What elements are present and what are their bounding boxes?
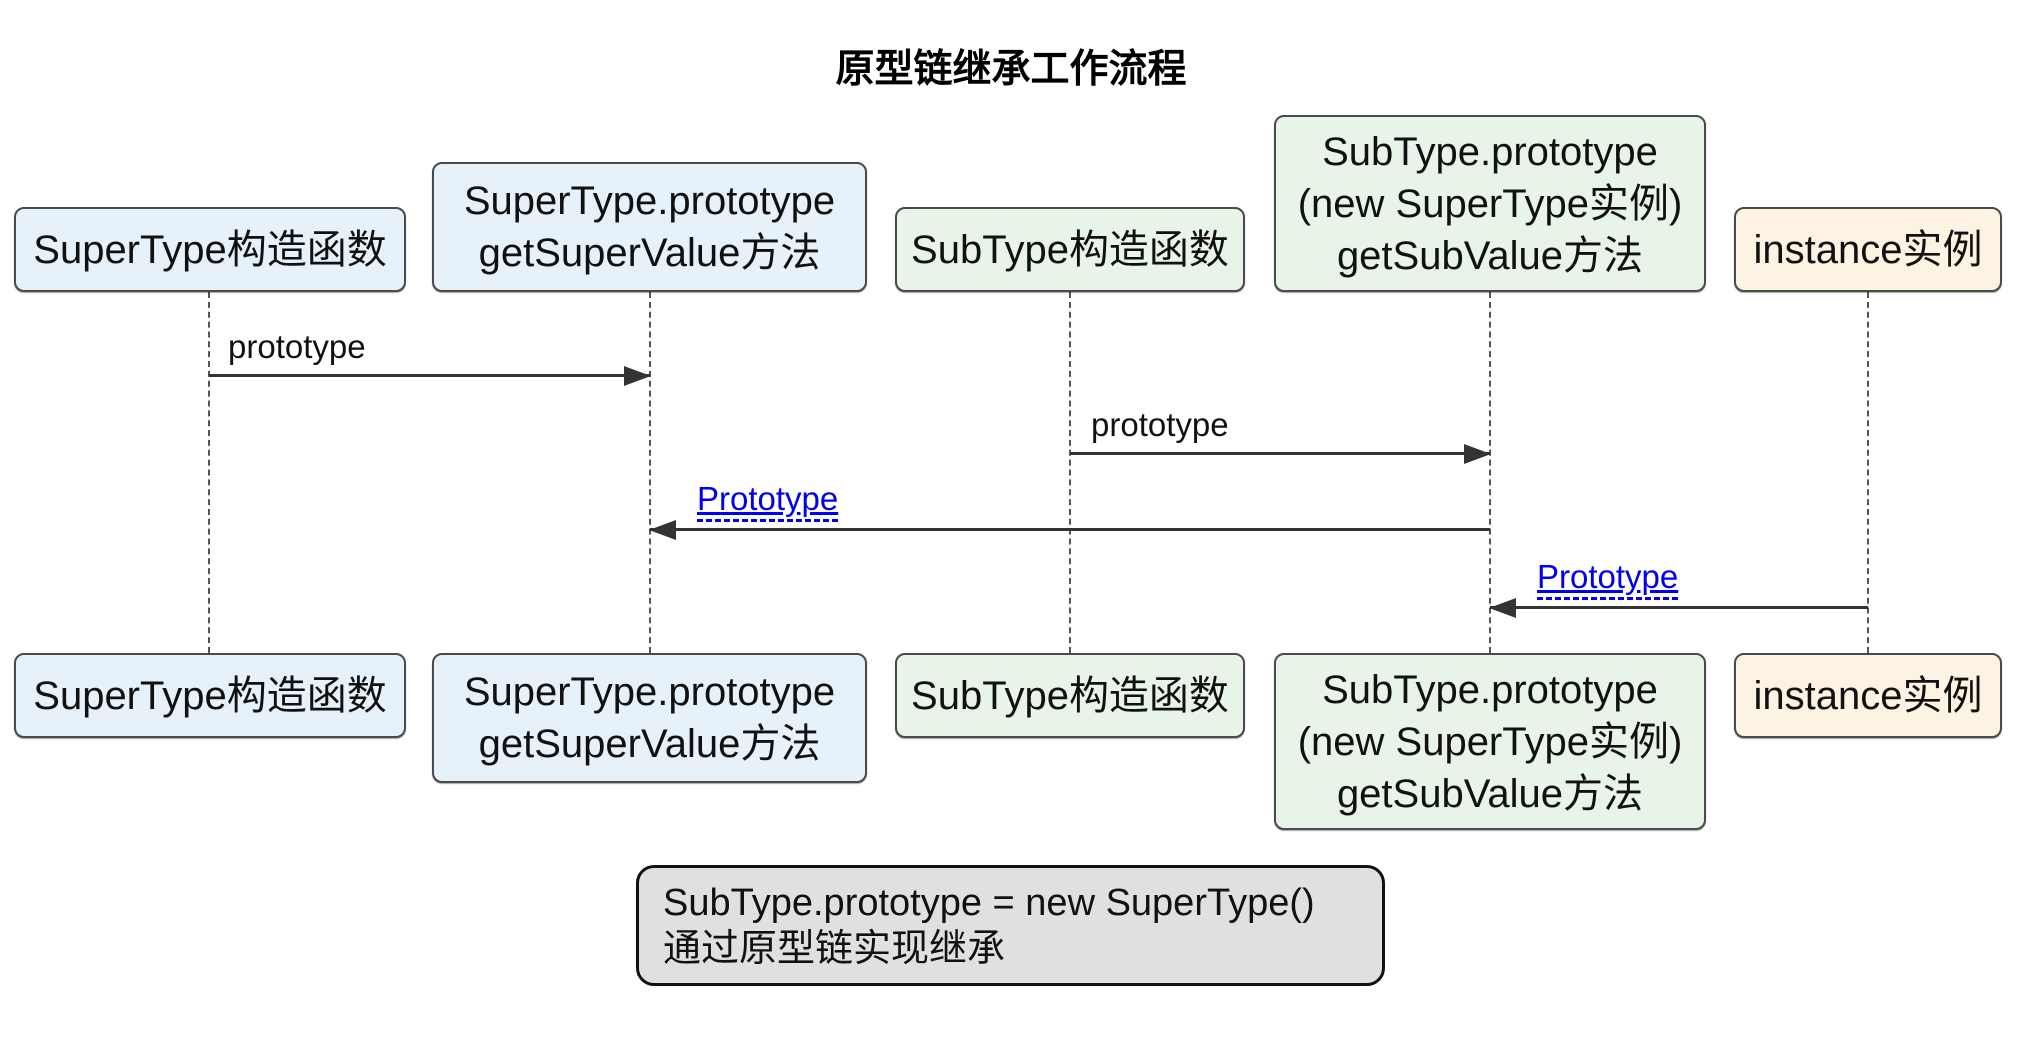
lifeline-supertype-constructor [208,292,210,653]
participant-label: SuperType构造函数 [33,673,387,718]
participant-label: SuperType.prototype getSuperValue方法 [463,179,836,275]
participant-label: SubType构造函数 [911,227,1229,272]
lifeline-subtype-prototype [1489,292,1491,653]
participant-supertype-constructor-bottom: SuperType构造函数 [14,653,406,738]
participant-label: SubType.prototype (new SuperType实例) getS… [1297,129,1683,278]
participant-label: SubType.prototype (new SuperType实例) getS… [1297,667,1683,816]
arrowhead-left-icon [649,519,676,540]
prototype-link-2[interactable]: Prototype [1537,558,1679,600]
message-label-prototype-2: prototype [1091,406,1229,443]
note-box: SubType.prototype = new SuperType() 通过原型… [636,865,1385,986]
arrowhead-left-icon [1489,597,1516,618]
prototype-link-1[interactable]: Prototype [697,480,839,522]
note-text: SubType.prototype = new SuperType() 通过原型… [663,881,1315,970]
message-label-prototype-1: prototype [228,328,366,365]
participant-supertype-constructor-top: SuperType构造函数 [14,207,406,292]
participant-subtype-constructor-top: SubType构造函数 [895,207,1245,292]
lifeline-supertype-prototype [649,292,651,653]
arrowhead-right-icon [1464,443,1491,464]
lifeline-instance [1867,292,1869,653]
message-line-prototype-link-1 [649,519,1490,540]
lifeline-subtype-constructor [1069,292,1071,653]
arrowhead-right-icon [624,365,651,386]
participant-subtype-prototype-bottom: SubType.prototype (new SuperType实例) getS… [1274,653,1706,830]
message-line-prototype-1 [209,365,651,386]
participant-instance-top: instance实例 [1734,207,2002,292]
participant-supertype-prototype-bottom: SuperType.prototype getSuperValue方法 [432,653,867,783]
message-line-prototype-link-2 [1489,597,1868,618]
participant-subtype-prototype-top: SubType.prototype (new SuperType实例) getS… [1274,115,1706,292]
participant-label: instance实例 [1753,673,1983,718]
message-line-prototype-2 [1070,443,1491,464]
participant-label: SuperType.prototype getSuperValue方法 [463,670,836,766]
participant-label: SuperType构造函数 [33,227,387,272]
diagram-title: 原型链继承工作流程 [835,48,1187,91]
participant-label: SubType构造函数 [911,673,1229,718]
participant-supertype-prototype-top: SuperType.prototype getSuperValue方法 [432,162,867,292]
participant-label: instance实例 [1753,227,1983,272]
participant-instance-bottom: instance实例 [1734,653,2002,738]
participant-subtype-constructor-bottom: SubType构造函数 [895,653,1245,738]
